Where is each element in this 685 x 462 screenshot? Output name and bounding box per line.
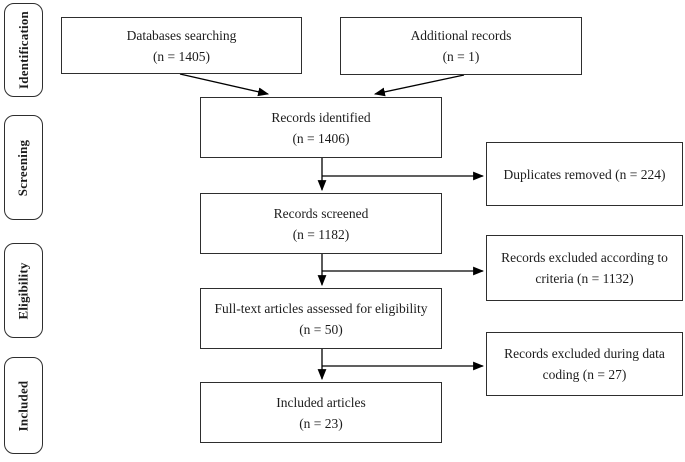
box-count: (n = 50) [299,321,343,337]
stage-label-text: Identification [15,11,31,89]
stage-label-eligibility: Eligibility [4,243,43,338]
stage-label-screening: Screening [4,115,43,220]
box-records-excluded-coding: Records excluded during data coding (n =… [486,332,683,396]
arrow-additional-to-identified [373,74,465,97]
box-records-screened: Records screened (n = 1182) [200,193,442,254]
box-text: Records identified [271,109,371,125]
stage-label-identification: Identification [4,3,43,97]
box-fulltext-assessed: Full-text articles assessed for eligibil… [200,288,442,349]
box-duplicates-removed: Duplicates removed (n = 224) [486,142,683,206]
arrow-databases-to-identified [179,73,270,97]
box-databases-searching: Databases searching (n = 1405) [61,17,302,74]
box-text: Records excluded during data coding (n =… [504,346,665,382]
stage-label-text: Eligibility [15,261,31,320]
stage-label-text: Screening [15,139,31,196]
box-included-articles: Included articles (n = 23) [200,382,442,443]
box-count: (n = 1182) [292,226,350,242]
box-text: Records screened [273,205,369,221]
box-count: (n = 1) [442,49,480,64]
box-records-identified: Records identified (n = 1406) [200,97,442,158]
box-text: Included articles [276,394,366,410]
box-records-excluded-criteria: Records excluded according to criteria (… [486,235,683,301]
box-text: Records excluded according to criteria (… [501,250,668,286]
box-count: (n = 23) [299,415,343,431]
stage-label-text: Included [15,380,31,431]
box-text: Full-text articles assessed for eligibil… [214,300,428,316]
box-text: Databases searching [126,27,237,43]
box-count: (n = 1406) [292,130,350,146]
box-count: (n = 1405) [152,48,211,64]
box-text: Additional records [410,28,512,43]
box-additional-records: Additional records (n = 1) [340,17,582,75]
box-text: Duplicates removed (n = 224) [503,166,666,182]
stage-label-included: Included [4,357,43,454]
